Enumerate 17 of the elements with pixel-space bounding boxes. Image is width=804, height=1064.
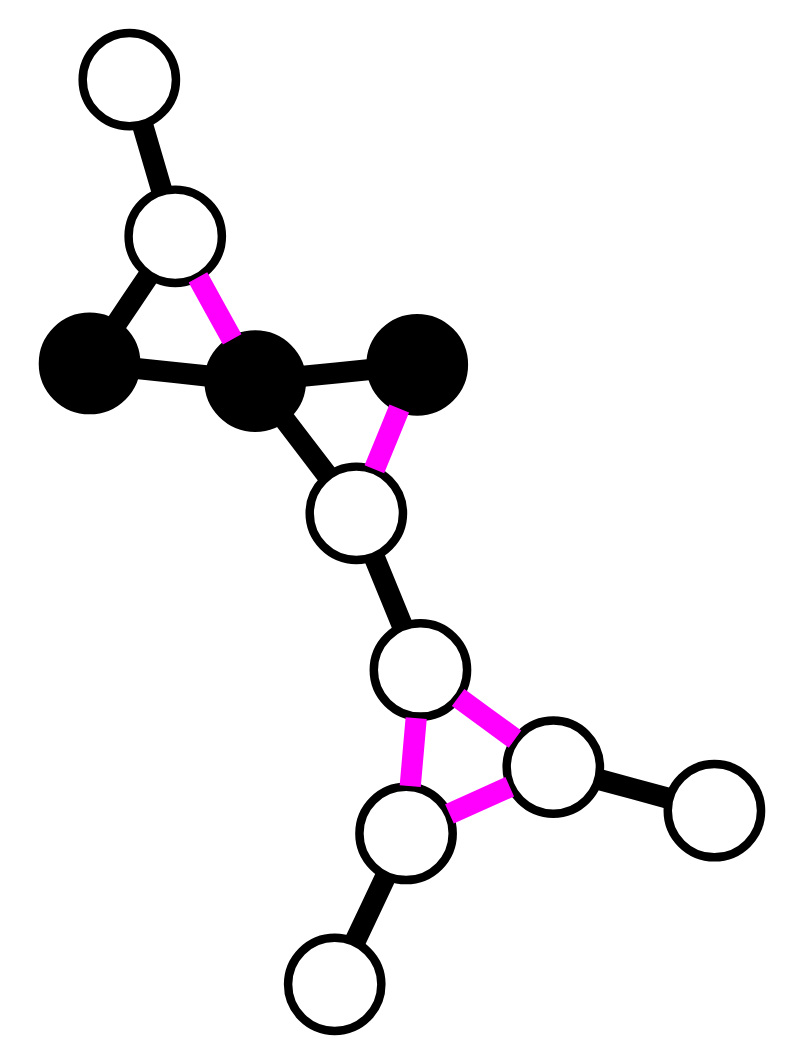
node-circle: [78, 28, 181, 131]
node-circle: [366, 313, 469, 416]
connector: [596, 769, 672, 809]
node-circle: [369, 619, 472, 721]
node-circle: [124, 185, 227, 288]
node-circle: [204, 330, 307, 432]
connector: [107, 269, 158, 329]
node-circle: [355, 782, 457, 885]
node-circle: [502, 716, 605, 818]
node-circle: [305, 462, 408, 565]
connector: [301, 359, 372, 387]
node-circle: [38, 312, 141, 415]
connector: [135, 357, 210, 387]
node-circle: [663, 759, 766, 862]
connector: [345, 871, 396, 946]
node-circle: [283, 933, 386, 1036]
connector: [399, 717, 427, 788]
